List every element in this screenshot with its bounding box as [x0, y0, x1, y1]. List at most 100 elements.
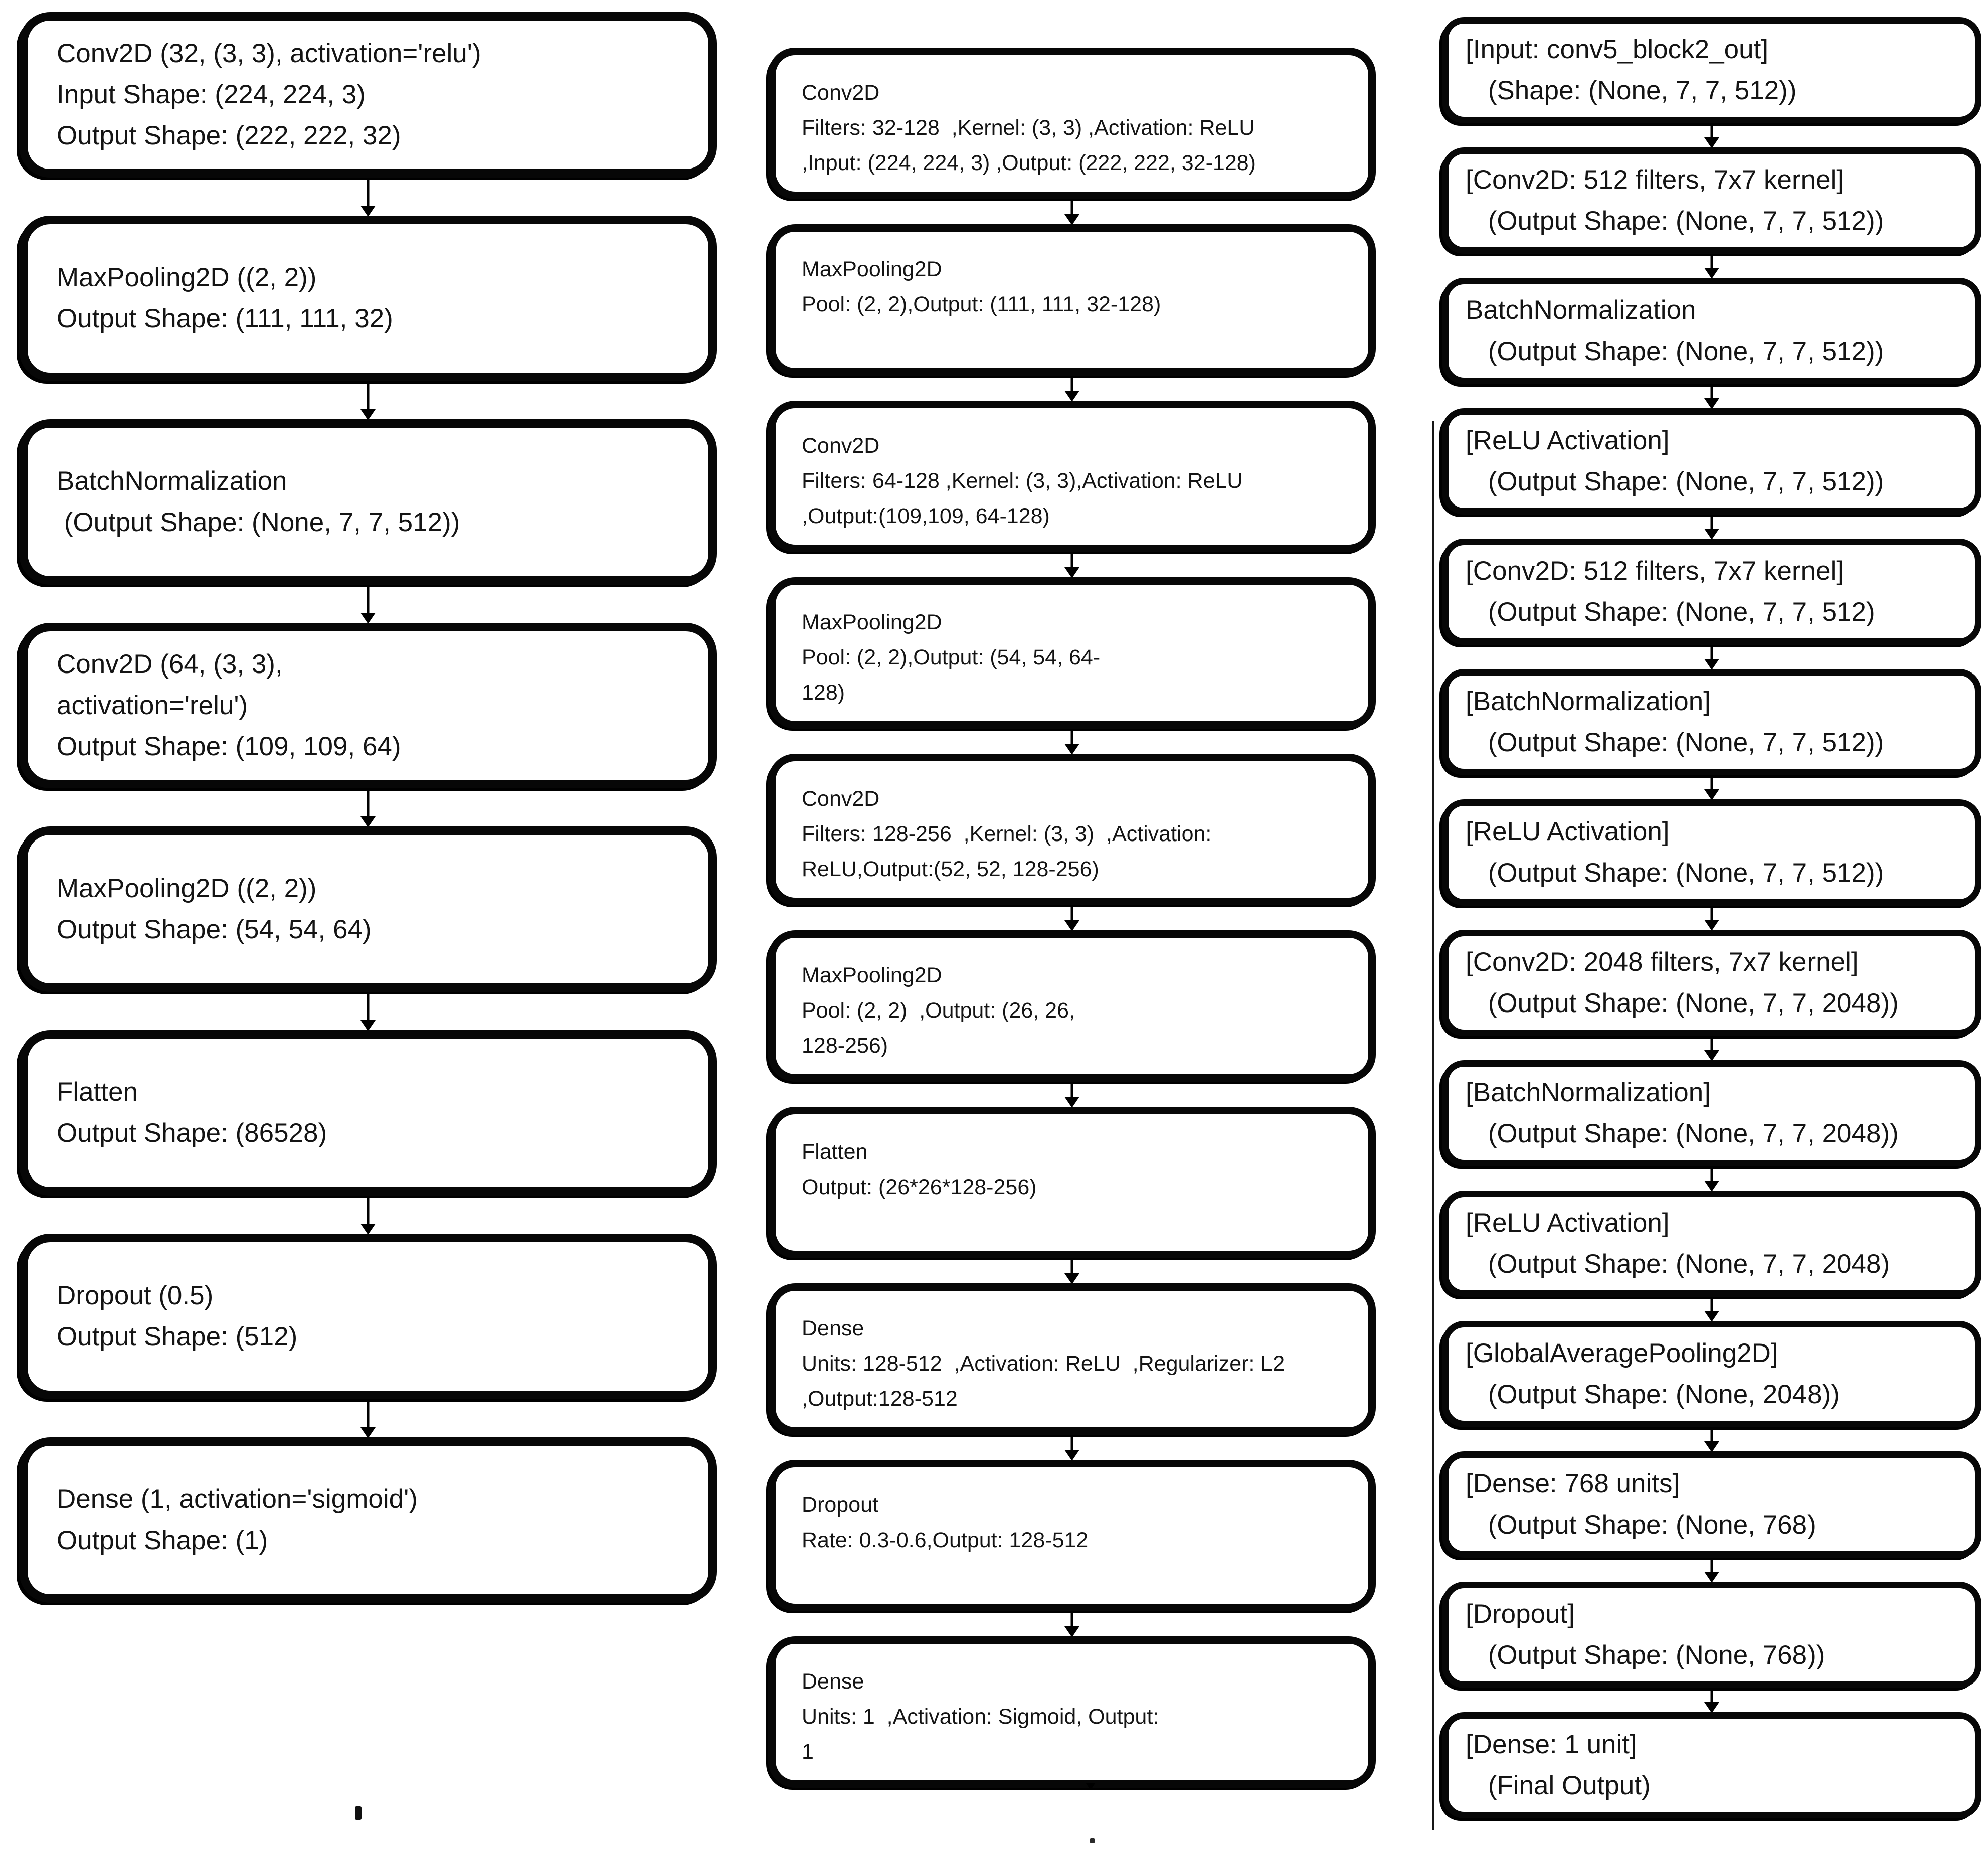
- layer-box-line: [ReLU Activation]: [1466, 426, 1670, 455]
- layer-box-line: BatchNormalization: [1466, 295, 1696, 325]
- arrow-down-icon: [1061, 1256, 1083, 1284]
- arrow-down-icon: [1701, 1425, 1723, 1452]
- layer-box-line: Filters: 128-256 ,Kernel: (3, 3) ,Activa…: [802, 822, 1212, 846]
- layer-box-line: (Output Shape: (None, 2048)): [1481, 1380, 1840, 1409]
- layer-box: Dense (1, activation='sigmoid') Output Sh…: [19, 1437, 717, 1603]
- arrow-down-icon: [1701, 1034, 1723, 1061]
- layer-box-line: Dense: [802, 1669, 864, 1694]
- arrow-down-icon: [1701, 643, 1723, 670]
- layer-box-line: [Conv2D: 512 filters, 7x7 kernel]: [1466, 556, 1844, 586]
- arrow-down-icon: [1701, 773, 1723, 800]
- layer-box-line: Rate: 0.3-0.6,Output: 128-512: [802, 1528, 1089, 1552]
- stray-vertical-line: [1432, 421, 1434, 1830]
- layer-box-line: MaxPooling2D ((2, 2)): [57, 874, 317, 903]
- layer-box: Conv2D (64, (3, 3),activation='relu')Out…: [19, 623, 717, 788]
- layer-box-line: (Output Shape: (None, 7, 7, 512)): [1481, 467, 1884, 496]
- layer-box-line: 1: [802, 1740, 814, 1764]
- layer-box-line: BatchNormalization: [57, 466, 287, 496]
- layer-box-line: [Dense: 768 units]: [1466, 1469, 1680, 1498]
- arrow-down-icon: [1701, 513, 1723, 540]
- arrow-down-icon: [1061, 197, 1083, 225]
- layer-box-line: 128-256): [802, 1034, 888, 1058]
- layer-box-line: (Output Shape: (None, 7, 7, 512)): [1481, 206, 1884, 236]
- layer-box-line: MaxPooling2D: [802, 610, 942, 634]
- layer-box: [Conv2D: 512 filters, 7x7 kernel] (Outpu…: [1442, 539, 1981, 645]
- layer-box-line: (Output Shape: (None, 7, 7, 512)): [57, 508, 460, 537]
- layer-box-line: [Conv2D: 512 filters, 7x7 kernel]: [1466, 165, 1844, 195]
- arrow-down-icon: [1061, 727, 1083, 755]
- layer-box-line: [ReLU Activation]: [1466, 817, 1670, 847]
- layer-box-line: Dropout: [802, 1493, 878, 1517]
- layer-box-line: Conv2D: [802, 81, 880, 105]
- layer-box-line: ,Input: (224, 224, 3) ,Output: (222, 222…: [802, 151, 1256, 175]
- arrow-down-icon: [357, 1194, 379, 1235]
- arrow-down-icon: [357, 583, 379, 624]
- layer-box: Conv2D Filters: 32-128 ,Kernel: (3, 3) ,A…: [768, 48, 1376, 199]
- layer-box-line: Flatten: [802, 1140, 868, 1164]
- layer-box: MaxPooling2D ((2, 2)) Output Shape: (54, …: [19, 826, 717, 992]
- layer-box-line: ,Output:128-512: [802, 1387, 958, 1411]
- layer-box-line: Dense (1, activation='sigmoid'): [57, 1484, 418, 1514]
- layer-box-line: Conv2D (32, (3, 3), activation='relu'): [57, 39, 481, 68]
- layer-box-line: Output Shape: (1): [57, 1526, 268, 1555]
- layer-box: Dropout (0.5)Output Shape: (512): [19, 1234, 717, 1399]
- layer-box-line: Output Shape: (222, 222, 32): [57, 121, 401, 150]
- layer-box-line: [BatchNormalization]: [1466, 687, 1711, 716]
- arrow-down-icon: [1701, 1164, 1723, 1192]
- layer-box-line: Dense: [802, 1316, 864, 1340]
- layer-box-line: Output Shape: (109, 109, 64): [57, 732, 401, 761]
- arrow-down-icon: [1701, 904, 1723, 931]
- layer-box: [Dropout] (Output Shape: (None, 768)): [1442, 1582, 1981, 1688]
- layer-box: MaxPooling2D ((2, 2))Output Shape: (111,…: [19, 216, 717, 381]
- stray-dot-mark: [1090, 1838, 1095, 1843]
- layer-box-line: (Final Output): [1481, 1771, 1651, 1800]
- layer-box-line: MaxPooling2D: [802, 257, 942, 281]
- arrow-down-icon: [357, 990, 379, 1031]
- layer-box-line: (Output Shape: (None, 7, 7, 2048)): [1481, 988, 1899, 1018]
- layer-box-line: [ReLU Activation]: [1466, 1208, 1670, 1238]
- layer-box-line: Input Shape: (224, 224, 3): [57, 80, 366, 109]
- arrow-down-icon: [1701, 121, 1723, 148]
- layer-box-line: MaxPooling2D: [802, 963, 942, 987]
- layer-box-line: 128): [802, 681, 845, 705]
- layer-box-line: Conv2D (64, (3, 3),: [57, 649, 283, 679]
- layer-box-line: (Shape: (None, 7, 7, 512)): [1481, 76, 1797, 105]
- layer-box-line: (Output Shape: (None, 7, 7, 512)): [1481, 728, 1884, 757]
- layer-box-line: (Output Shape: (None, 7, 7, 2048): [1481, 1249, 1890, 1279]
- layer-box-line: (Output Shape: (None, 7, 7, 512): [1481, 597, 1875, 627]
- layer-box: Conv2D (32, (3, 3), activation='relu') In…: [19, 12, 717, 178]
- stray-dash-mark: [355, 1806, 362, 1820]
- layer-box-line: Output Shape: (86528): [57, 1118, 327, 1148]
- layer-box-line: Filters: 32-128 ,Kernel: (3, 3) ,Activat…: [802, 116, 1255, 140]
- layer-box: BatchNormalization (Output Shape: (None,…: [1442, 278, 1981, 384]
- layer-box: [GlobalAveragePooling2D] (Output Shape: …: [1442, 1321, 1981, 1427]
- layer-box-line: [Input: conv5_block2_out]: [1466, 35, 1769, 64]
- layer-box-line: Flatten: [57, 1077, 138, 1107]
- arrow-down-icon: [1061, 374, 1083, 402]
- layer-box: [Dense: 1 unit] (Final Output): [1442, 1712, 1981, 1818]
- arrow-down-icon: [1701, 1686, 1723, 1713]
- layer-box-line: Pool: (2, 2),Output: (111, 111, 32-128): [802, 292, 1161, 316]
- arrow-down-icon: [1061, 1433, 1083, 1461]
- arrow-down-icon: [357, 379, 379, 420]
- layer-box-line: (Output Shape: (None, 7, 7, 512)): [1481, 858, 1884, 888]
- arrow-down-icon: [1701, 382, 1723, 409]
- arrow-down-icon: [357, 176, 379, 217]
- layer-box-line: [Conv2D: 2048 filters, 7x7 kernel]: [1466, 947, 1859, 977]
- layer-box: [ReLU Activation] (Output Shape: (None, …: [1442, 799, 1981, 906]
- column-tuned-cnn-flowchart: Conv2D Filters: 32-128 ,Kernel: (3, 3) ,A…: [768, 48, 1376, 1788]
- layer-box-line: Dropout (0.5): [57, 1281, 214, 1310]
- layer-box: [ReLU Activation] (Output Shape: (None, …: [1442, 1191, 1981, 1297]
- layer-box: MaxPooling2D Pool: (2, 2),Output: (111, 1…: [768, 224, 1376, 376]
- layer-box-line: MaxPooling2D ((2, 2)): [57, 263, 317, 292]
- layer-box-line: (Output Shape: (None, 7, 7, 2048)): [1481, 1119, 1899, 1148]
- layer-box-line: Output Shape: (54, 54, 64): [57, 915, 372, 944]
